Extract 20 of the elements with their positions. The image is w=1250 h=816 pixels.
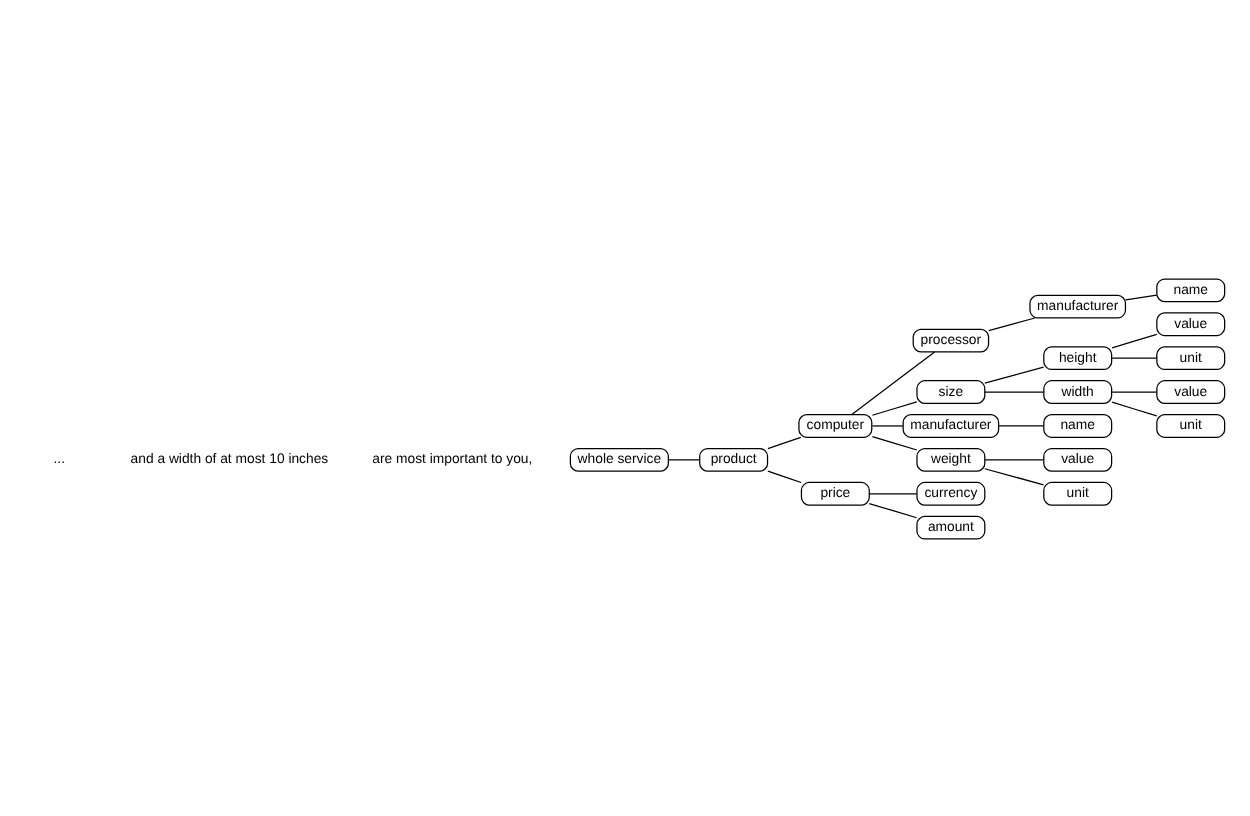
connector (1124, 293, 1158, 300)
connector (851, 350, 936, 415)
connector (1111, 400, 1158, 416)
connector (1111, 390, 1158, 392)
connector (998, 424, 1045, 426)
connector (984, 390, 1045, 392)
connector (871, 400, 918, 415)
connector (767, 469, 802, 483)
connector (984, 365, 1045, 383)
connector (868, 492, 918, 494)
connector (871, 424, 904, 426)
connector (984, 458, 1045, 460)
connector (868, 501, 918, 518)
connector (988, 316, 1036, 331)
connector (871, 435, 918, 450)
connector (1111, 356, 1158, 358)
connector (667, 458, 701, 460)
connector (1111, 332, 1158, 348)
connector (984, 467, 1045, 485)
connector (767, 435, 802, 449)
